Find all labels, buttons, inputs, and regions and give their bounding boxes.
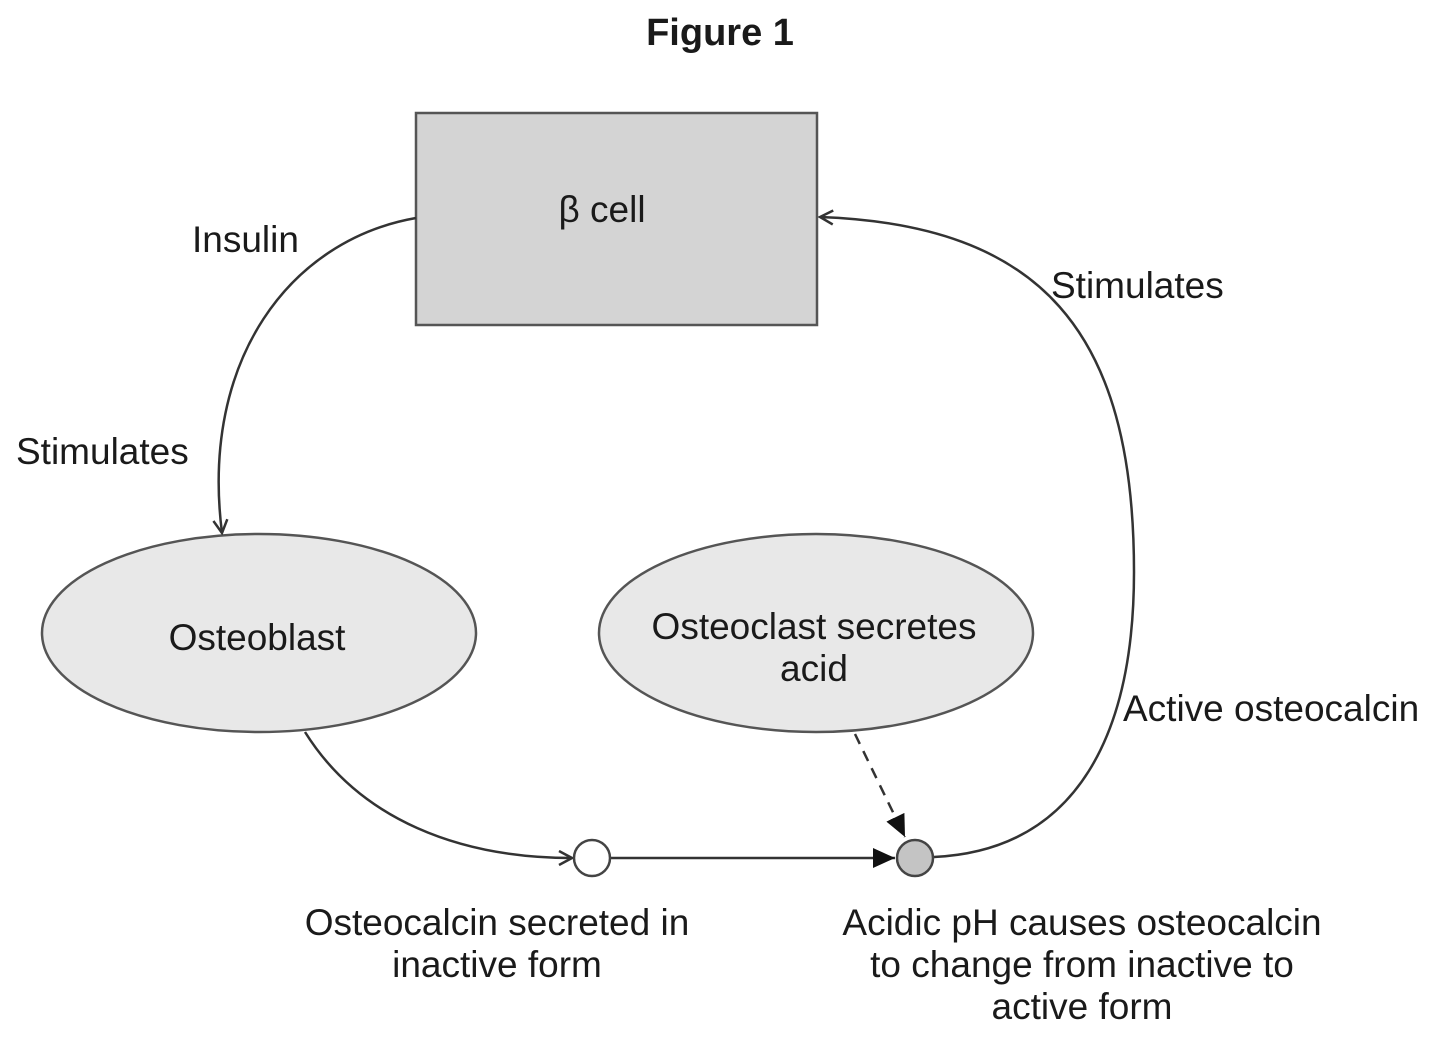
osteoblast-ellipse [40, 532, 478, 734]
stimulates-right-label: Stimulates [1051, 265, 1224, 306]
active-osteocalcin-dot [895, 838, 935, 878]
inactive-osteocalcin-dot [572, 838, 612, 878]
osteoclast-ellipse [597, 532, 1035, 734]
active-osteocalcin-label: Active osteocalcin [1123, 688, 1420, 729]
beta-cell-box [414, 111, 819, 327]
osteoblast-label: Osteoblast [168, 617, 346, 658]
active-osteocalcin-note: Acidic pH causes osteocalcin to change f… [842, 902, 1322, 1027]
inactive-osteocalcin-note: Osteocalcin secreted in inactive form [304, 902, 690, 985]
active-osteocalcin-arrow [820, 217, 1136, 859]
insulin-label: Insulin [192, 219, 299, 260]
beta-cell-label: β cell [558, 189, 646, 230]
figure-title: Figure 1 [646, 12, 794, 54]
secretion-arrow [303, 731, 572, 858]
insulin-arrow [219, 216, 417, 533]
stimulates-left-label: Stimulates [16, 431, 189, 472]
acid-dashed-arrow [853, 733, 907, 838]
osteoclast-label: Osteoclast secretes acid [651, 606, 977, 689]
